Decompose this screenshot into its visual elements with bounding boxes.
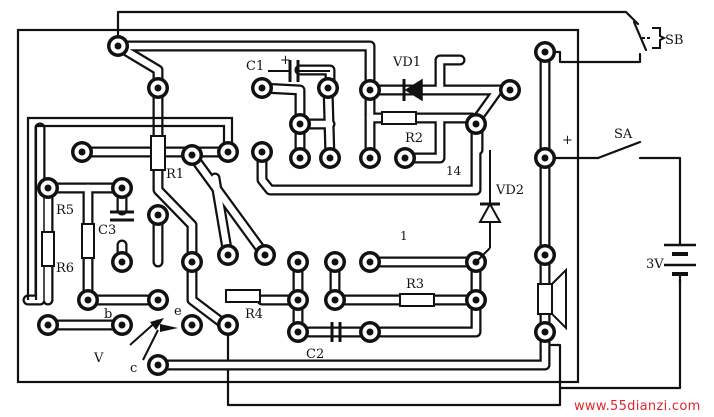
speaker	[537, 267, 567, 331]
solder-pad	[181, 144, 203, 166]
solder-pad	[394, 147, 416, 169]
capacitor-c3	[110, 210, 134, 222]
label-transistor: V	[93, 351, 104, 366]
solder-pad	[287, 251, 309, 273]
label-r2: R2	[405, 131, 423, 146]
solder-pad	[359, 321, 381, 343]
trace-loop-left-inner	[34, 124, 226, 300]
solder-pad	[111, 177, 133, 199]
label-node-e: e	[174, 304, 182, 319]
resistor-r3	[399, 293, 435, 307]
label-c1: C1	[246, 59, 264, 74]
label-node-b: b	[104, 307, 112, 322]
solder-pad	[465, 113, 487, 135]
label-pin14: 14	[446, 164, 462, 178]
resistor-r4	[225, 289, 261, 303]
diode-vd1	[402, 78, 423, 102]
solder-pad	[465, 289, 487, 311]
label-c1-plus: +	[280, 53, 291, 68]
label-node-c: c	[130, 361, 137, 376]
label-c3: C3	[98, 223, 116, 238]
solder-pad	[37, 314, 59, 336]
label-sa: SA	[614, 127, 633, 142]
solder-pad	[534, 321, 556, 343]
solder-pad	[534, 41, 556, 63]
label-battery: 3V	[646, 257, 664, 272]
solder-pad	[317, 77, 339, 99]
label-vd1: VD1	[392, 55, 421, 70]
solder-pad	[287, 321, 309, 343]
sb-bracket	[652, 27, 667, 49]
watermark: www.55dianzi.com	[574, 399, 701, 414]
resistor-r2	[381, 111, 417, 125]
solder-pad	[499, 79, 521, 101]
solder-pad	[147, 77, 169, 99]
solder-pad	[111, 314, 133, 336]
resistor-r5	[41, 231, 55, 267]
resistor-r6	[81, 223, 95, 259]
label-plus-power: +	[562, 133, 573, 148]
pcb-outline	[16, 28, 580, 384]
label-vd2: VD2	[495, 183, 524, 198]
solder-pad	[324, 289, 346, 311]
solder-pad	[251, 77, 273, 99]
solder-pad	[534, 244, 556, 266]
solder-pad	[254, 244, 276, 266]
label-r6: R6	[56, 261, 74, 276]
label-r4: R4	[245, 307, 263, 322]
solder-pad	[217, 141, 239, 163]
solder-pad	[359, 147, 381, 169]
label-pin1: 1	[400, 229, 408, 243]
solder-pad	[287, 289, 309, 311]
solder-pads	[37, 35, 556, 376]
resistor-r1	[150, 135, 166, 171]
solder-pad	[181, 251, 203, 273]
external-wiring	[116, 10, 682, 407]
capacitor-c2	[330, 322, 342, 342]
solder-pad	[289, 147, 311, 169]
label-r3: R3	[406, 277, 424, 292]
capacitor-c1	[268, 60, 330, 82]
solder-pad	[71, 141, 93, 163]
diode-vd2	[475, 150, 502, 263]
label-c2: C2	[306, 347, 324, 362]
transistor-v	[129, 318, 178, 361]
solder-pad	[319, 147, 341, 169]
solder-pad	[251, 141, 273, 163]
solder-pad	[324, 251, 346, 273]
solder-pad	[147, 354, 169, 376]
label-r1: R1	[166, 167, 184, 182]
solder-pad	[77, 289, 99, 311]
solder-pad	[147, 289, 169, 311]
solder-pad	[37, 177, 59, 199]
solder-pad	[217, 244, 239, 266]
solder-pad	[107, 35, 129, 57]
solder-pad	[359, 79, 381, 101]
solder-pad	[147, 204, 169, 226]
solder-pad	[289, 113, 311, 135]
solder-pad	[359, 251, 381, 273]
trace-loop-left	[26, 116, 234, 300]
solder-pad	[111, 251, 133, 273]
solder-pad	[217, 314, 239, 336]
battery-symbol	[664, 243, 696, 282]
solder-pad	[181, 314, 203, 336]
label-sb: SB	[665, 33, 683, 48]
solder-pad	[534, 147, 556, 169]
label-r5: R5	[56, 203, 74, 218]
